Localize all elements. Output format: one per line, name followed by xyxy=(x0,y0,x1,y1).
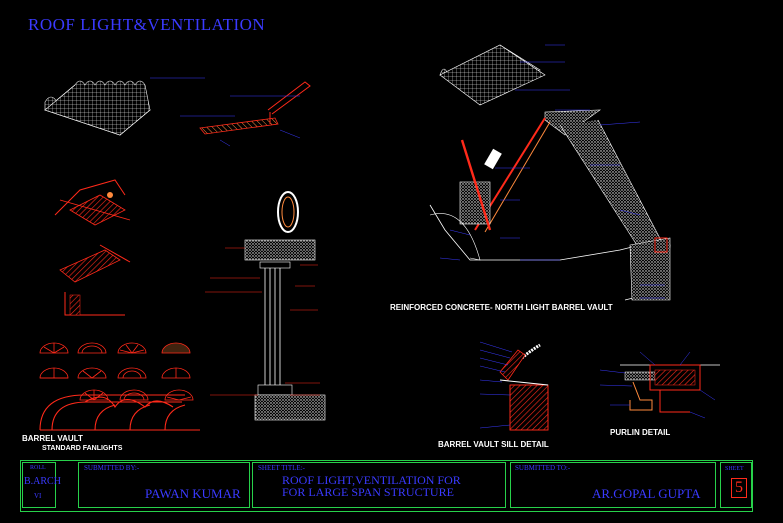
submitted-by-name: PAWAN KUMAR xyxy=(145,486,241,501)
standard-fanlights-grid xyxy=(39,342,194,401)
barrel-vault-sketch xyxy=(39,394,200,431)
caption-purlin-detail: PURLIN DETAIL xyxy=(610,428,671,437)
caption-north-light-barrel-vault: REINFORCED CONCRETE- NORTH LIGHT BARREL … xyxy=(390,303,613,312)
submitted-to-label: SUBMITTED TO:- xyxy=(515,464,571,472)
roll-cell xyxy=(22,462,56,508)
title-block-frame xyxy=(20,460,753,512)
roll-value: B.ARCH xyxy=(24,476,61,487)
caption-standard-fanlights: STANDARD FANLIGHTS xyxy=(42,445,123,452)
north-light-vault-isometric xyxy=(439,44,565,106)
north-light-vault-section xyxy=(429,89,671,301)
caption-barrel-vault: BARREL VAULT xyxy=(22,434,83,443)
fanlight-section-sketch-2 xyxy=(59,244,131,316)
roof-light-section-detail xyxy=(180,81,311,147)
sheet-title-label: SHEET TITLE:- xyxy=(258,464,305,472)
sheet-title-cell xyxy=(252,462,506,508)
barrel-vault-sill-detail xyxy=(479,341,549,431)
submitted-by-label: SUBMITTED BY:- xyxy=(84,464,140,472)
roof-isometric-top-left xyxy=(44,77,205,136)
submitted-to-name: AR.GOPAL GUPTA xyxy=(592,486,701,501)
sheet-number: 5 xyxy=(731,478,747,498)
sheet-title-line-2: FOR LARGE SPAN STRUCTURE xyxy=(282,485,454,499)
submitted-by-cell xyxy=(78,462,250,508)
caption-barrel-vault-sill-detail: BARREL VAULT SILL DETAIL xyxy=(438,440,549,449)
sheet-title-line-1: ROOF LIGHT,VENTILATION FOR xyxy=(282,473,461,487)
roll-sub: VI xyxy=(34,492,42,500)
sheet-title: ROOF LIGHT&VENTILATION xyxy=(28,15,266,34)
fanlight-section-sketch-1 xyxy=(54,179,131,226)
glazing-wall-section xyxy=(205,191,326,421)
sheet-label: SHEET xyxy=(725,466,744,472)
submitted-to-cell xyxy=(510,462,716,508)
purlin-detail xyxy=(599,351,720,419)
sheet-number-cell xyxy=(720,462,752,508)
roll-label: ROLL xyxy=(30,465,46,471)
